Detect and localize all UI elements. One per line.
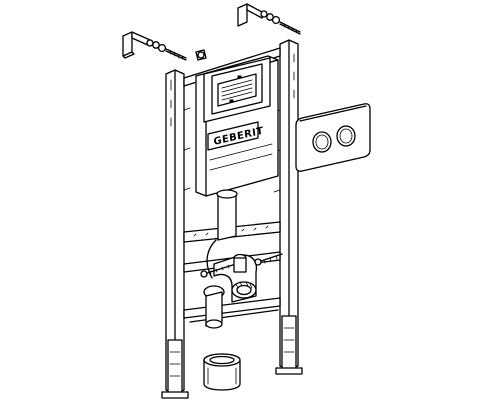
right-anchor-bolt [260,10,301,35]
brand-label: GEBERIT [207,121,264,151]
threaded-rods [200,253,283,278]
right-wall-bracket [237,3,263,27]
left-wall-bracket [122,31,151,59]
dual-flush-plate[interactable] [295,103,371,172]
flush-pipe [206,189,238,279]
service-opening [203,57,271,123]
large-flush-button[interactable] [336,125,356,147]
small-flush-button[interactable] [312,131,332,153]
water-inlet-connector [195,49,207,61]
left-anchor-bolt [146,39,187,61]
pan-connector [203,353,241,391]
adjustable-feet [161,315,303,399]
